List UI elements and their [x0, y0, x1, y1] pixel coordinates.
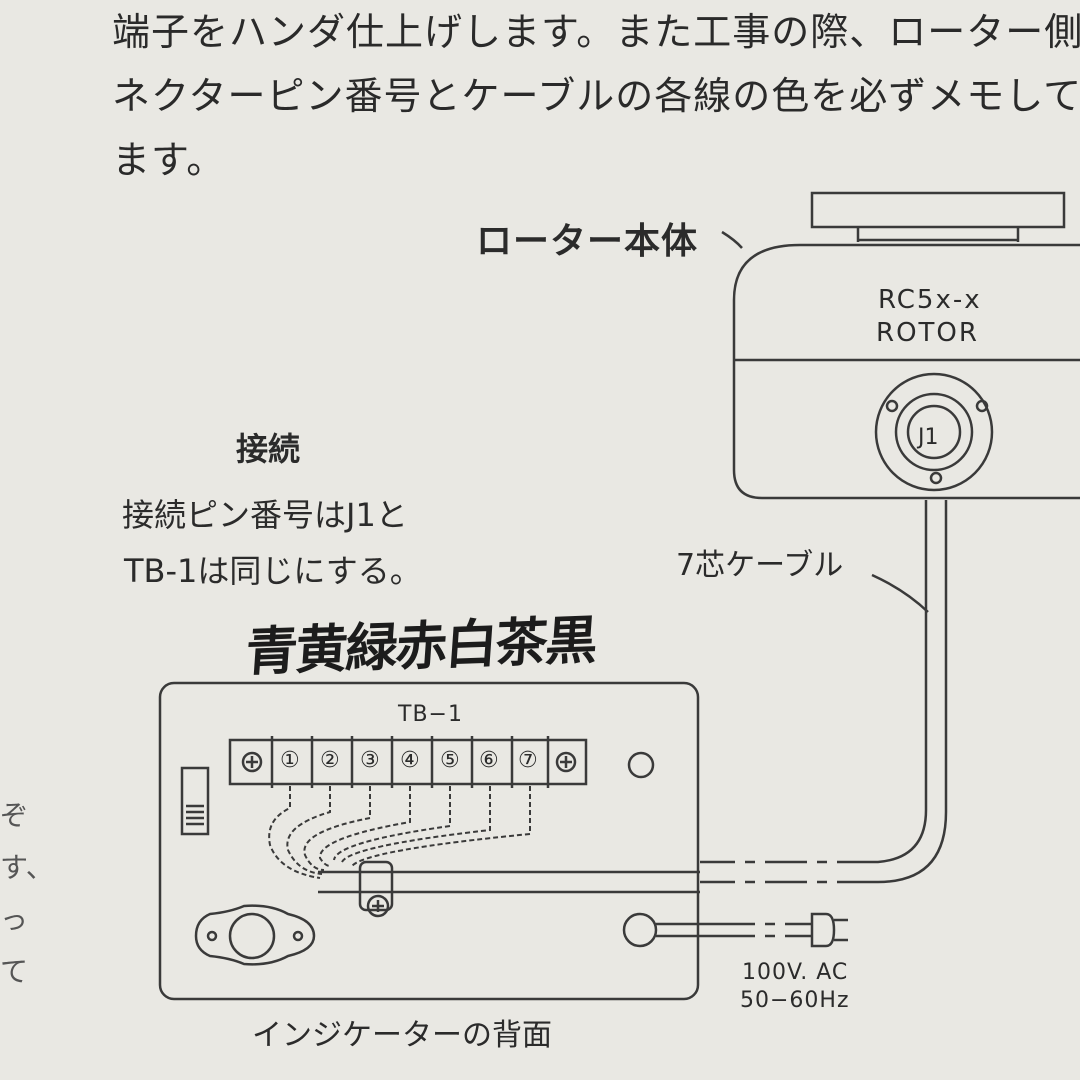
j1-inner-ring [894, 392, 974, 472]
side-switch [180, 766, 210, 836]
rotor-body [732, 243, 1080, 500]
terminal-pin-7: ⑦ [518, 748, 538, 773]
cable-label: 7芯ケーブル [676, 548, 844, 583]
power-voltage: 100V. AC [742, 960, 849, 985]
power-frequency: 50−60Hz [740, 988, 850, 1013]
indicator-caption: インジケーターの背面 [252, 1018, 552, 1053]
rotor-title-leader [721, 230, 743, 249]
intro-paragraph: 端子をハンダ仕上げします。また工事の際、ローター側 ネクターピン番号とケーブルの… [112, 0, 1080, 192]
connection-note-line-1: 接続ピン番号はJ1と [122, 496, 408, 534]
rotor-title: ローター本体 [476, 221, 699, 262]
connection-title: 接続 [236, 430, 301, 468]
terminal-pin-3: ③ [360, 748, 380, 773]
panel-cable [318, 870, 700, 894]
paragraph-line-1: 端子をハンダ仕上げします。また工事の際、ローター側 [112, 10, 1080, 54]
rotor-model: RC5x-x [878, 285, 982, 315]
terminal-dividers [270, 736, 550, 788]
power-cord [656, 922, 812, 938]
power-socket-flange [194, 904, 316, 966]
cable-label-leader [871, 573, 929, 613]
j1-label: J1 [918, 425, 939, 450]
power-plug [810, 912, 848, 948]
left-edge-text: ぞ す、 っ て [0, 799, 54, 988]
terminal-pin-4: ④ [400, 748, 420, 773]
j1-core [906, 404, 962, 460]
connection-note-line-2: TB-1は同じにする。 [124, 552, 422, 590]
terminal-pin-2: ② [320, 748, 340, 773]
terminal-pin-1: ① [280, 748, 300, 773]
terminal-block-label: TB−1 [398, 702, 463, 727]
terminal-pin-6: ⑥ [479, 748, 499, 773]
cord-grommet [622, 912, 658, 948]
cable-clamp [358, 860, 394, 912]
rotor-cable [700, 500, 948, 884]
paragraph-line-3: ます。 [112, 138, 226, 182]
terminal-pin-5: ⑤ [440, 748, 460, 773]
rotor-label: ROTOR [876, 318, 979, 348]
j1-outer-ring [874, 372, 994, 492]
internal-wires [268, 786, 531, 879]
rotor-neck [856, 227, 1020, 242]
rotor-top-plate [810, 191, 1066, 229]
mount-hole [627, 751, 655, 779]
terminal-block [228, 738, 588, 786]
paragraph-line-2: ネクターピン番号とケーブルの各線の色を必ずメモして [112, 74, 1080, 118]
handwritten-wire-colors: 青黄緑赤白茶黒 [243, 609, 598, 684]
indicator-panel [158, 681, 700, 1001]
